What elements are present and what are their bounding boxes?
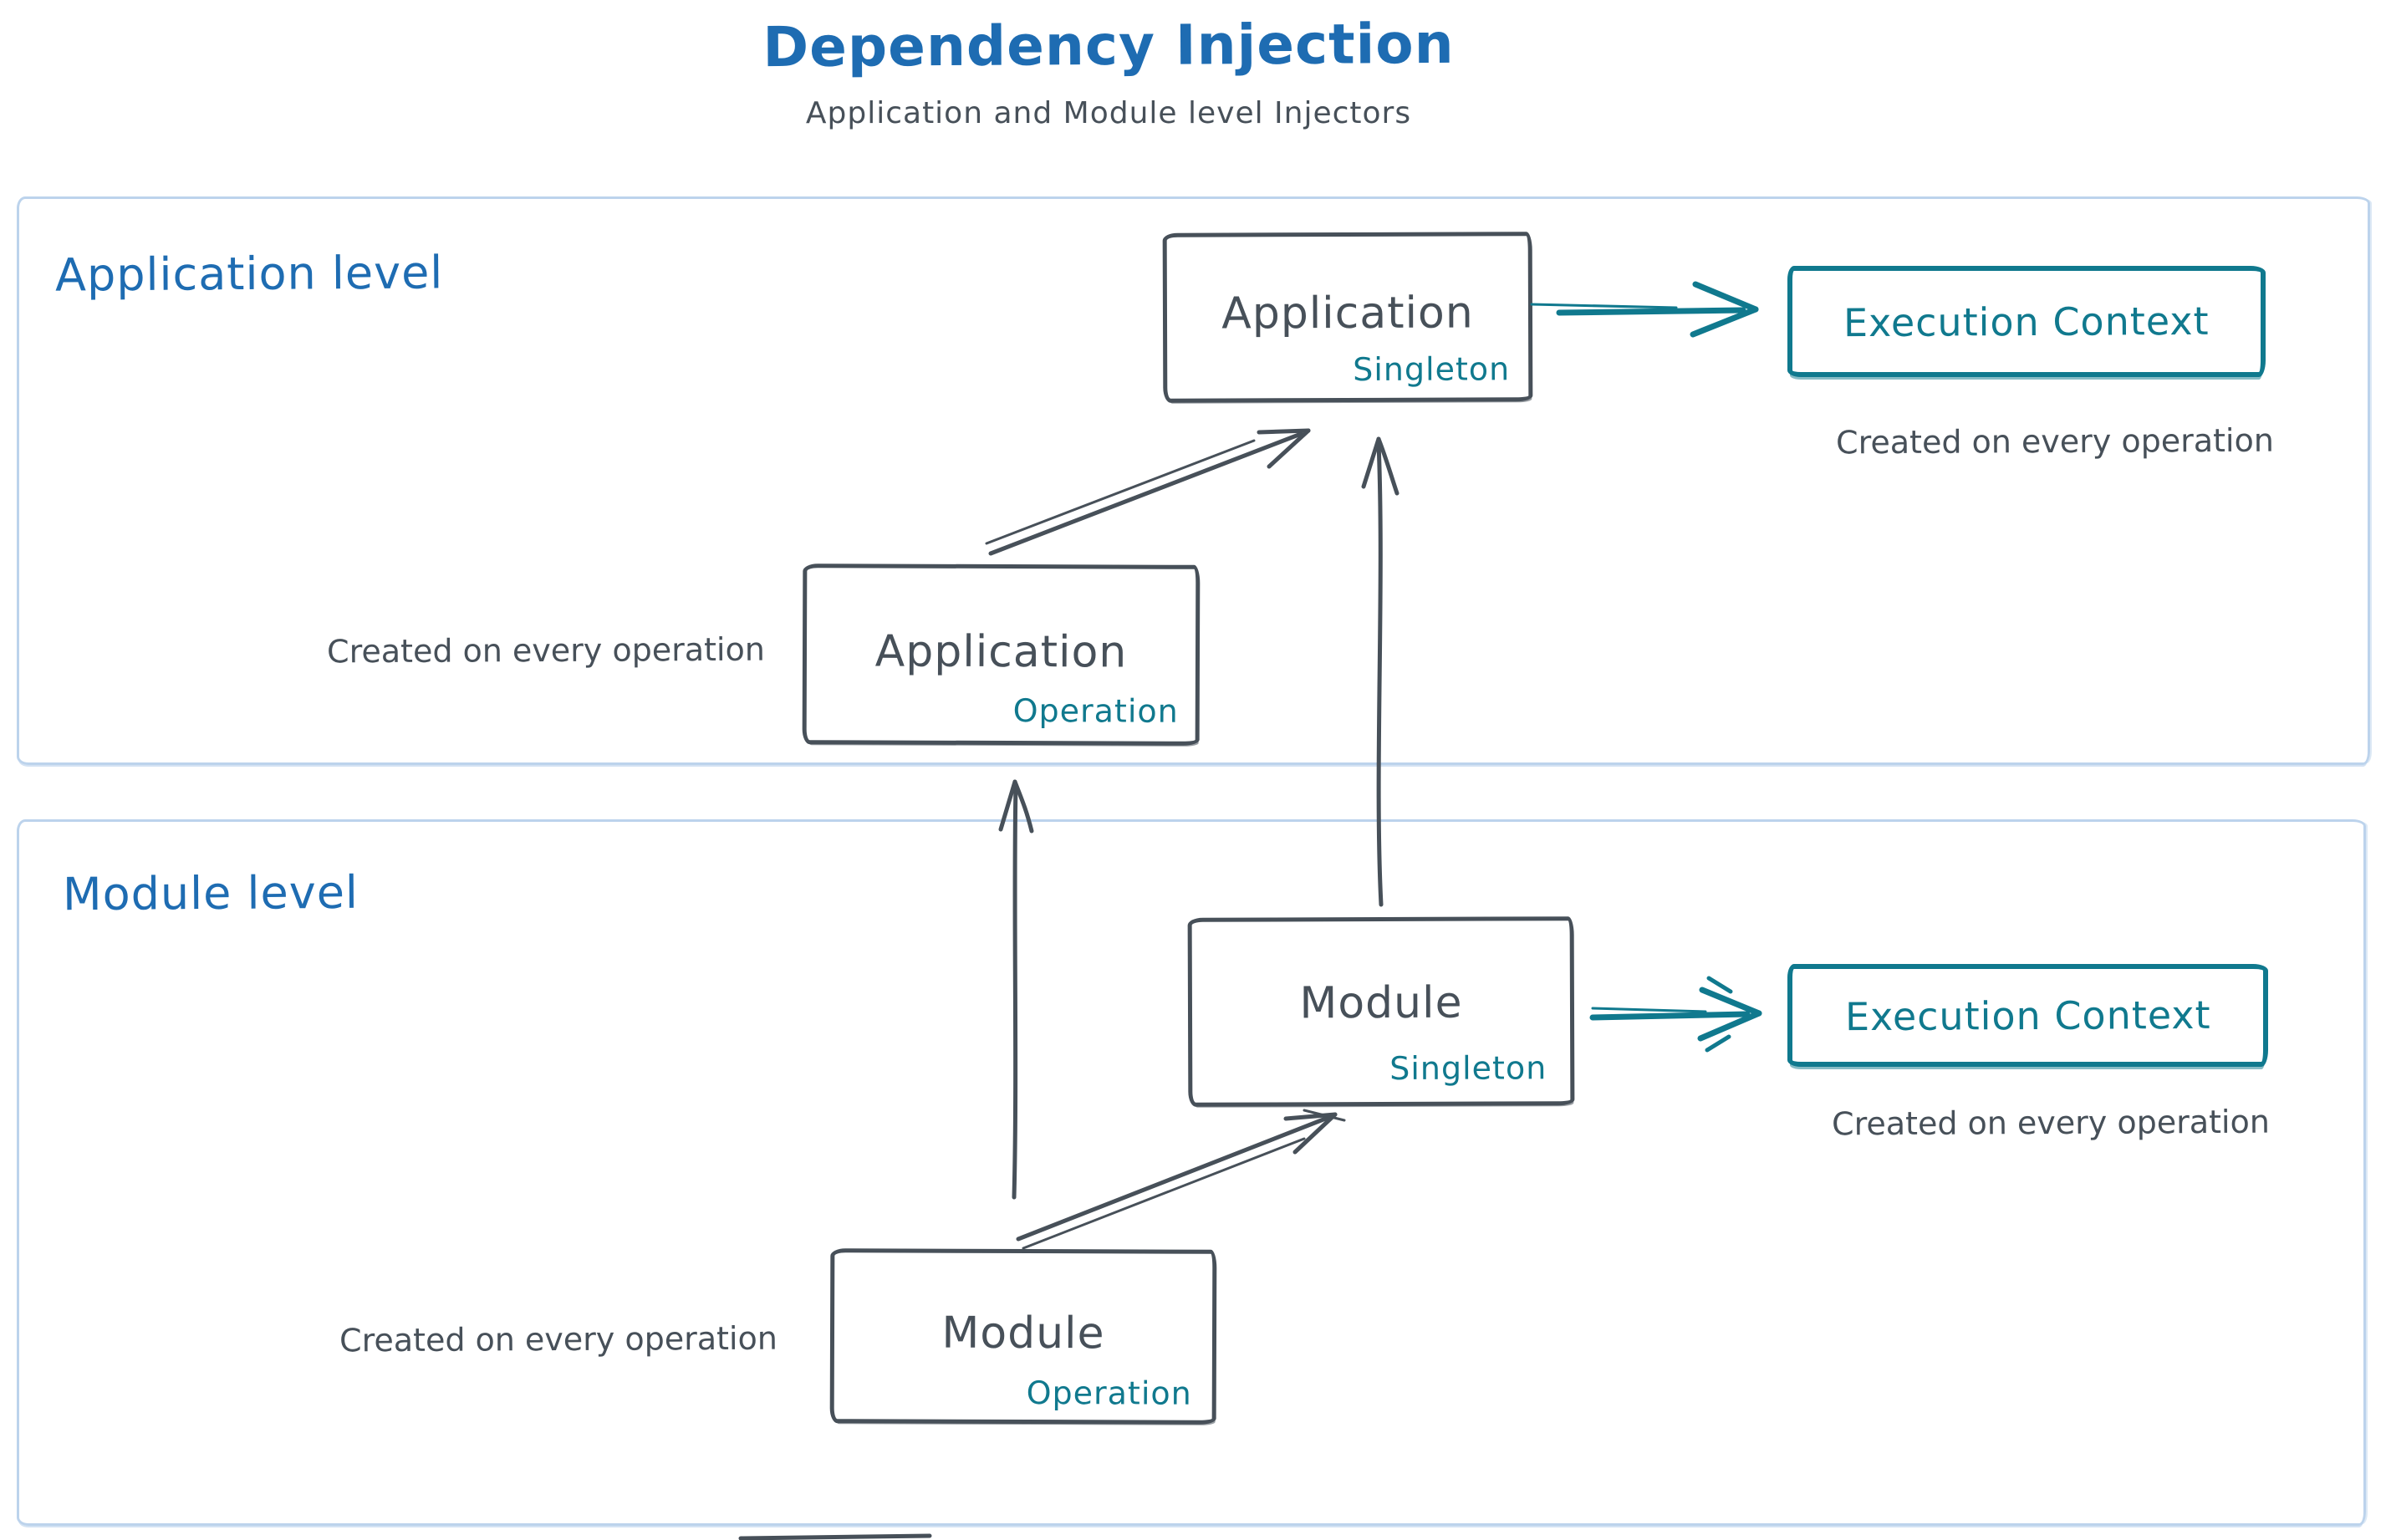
application-execution-context-title: Execution Context (1843, 298, 2210, 345)
module-execution-context-title: Execution Context (1844, 992, 2211, 1039)
application-singleton-title: Application (1221, 288, 1474, 339)
module-singleton-tag: Singleton (1389, 1049, 1547, 1087)
module-execution-context-caption: Created on every operation (1831, 1103, 2270, 1143)
page-subtitle: Application and Module level Injectors (805, 96, 1412, 130)
application-operation-caption: Created on every operation (326, 630, 765, 671)
module-level-label: Module level (62, 865, 359, 921)
module-operation-node: Module Operation (829, 1248, 1217, 1425)
module-operation-title: Module (941, 1308, 1105, 1359)
application-operation-tag: Operation (1012, 692, 1179, 730)
application-execution-context-node: Execution Context (1787, 266, 2266, 377)
module-singleton-title: Module (1299, 977, 1463, 1029)
application-level-label: Application level (54, 246, 444, 302)
bottom-edge-stroke (738, 1533, 932, 1540)
application-level-section: Application level Application Singleton … (17, 196, 2370, 765)
application-operation-title: Application (874, 626, 1128, 678)
application-singleton-node: Application Singleton (1162, 232, 1533, 403)
application-execution-context-caption: Created on every operation (1835, 421, 2274, 461)
page-title: Dependency Injection (762, 11, 1455, 80)
module-operation-tag: Operation (1026, 1374, 1192, 1412)
module-singleton-node: Module Singleton (1187, 916, 1575, 1107)
application-singleton-tag: Singleton (1353, 350, 1511, 388)
module-execution-context-node: Execution Context (1787, 964, 2268, 1067)
module-level-section: Module level Module Singleton Execution … (17, 819, 2366, 1526)
application-operation-node: Application Operation (802, 563, 1201, 746)
module-operation-caption: Created on every operation (339, 1319, 777, 1359)
diagram-header: Dependency Injection Application and Mod… (732, 0, 1485, 130)
